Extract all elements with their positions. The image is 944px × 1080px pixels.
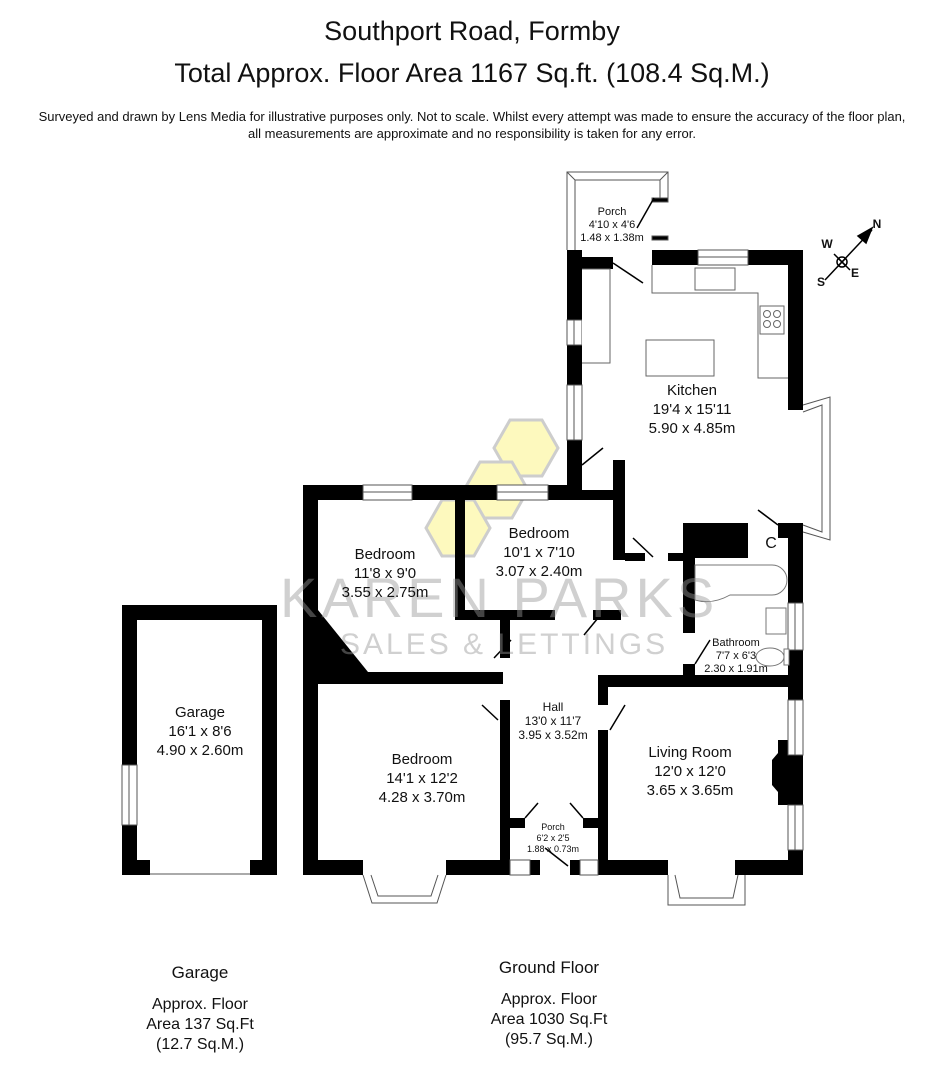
living-bay-window: [667, 874, 746, 906]
bathroom-fittings: [694, 564, 790, 667]
room-label-bedroom-1: Bedroom 14'1 x 12'2 4.28 x 3.70m: [378, 751, 466, 806]
compass-south: S: [816, 275, 826, 289]
room-label-porch-front: Porch 6'2 x 2'5 1.88 x 0.73m: [526, 822, 580, 854]
ground-floor-area-summary: Ground Floor Approx. Floor Area 1030 Sq.…: [490, 958, 608, 1048]
plan-title: Southport Road, Formby: [324, 16, 620, 46]
kitchen-bay-window: [802, 396, 831, 541]
garage-walls: [122, 605, 277, 875]
compass-icon: [824, 226, 874, 281]
room-label-garage: Garage 16'1 x 8'6 4.90 x 2.60m: [156, 704, 244, 759]
room-label-bedroom-3: Bedroom 10'1 x 7'10 3.07 x 2.40m: [495, 525, 583, 580]
disclaimer-line-1: Surveyed and drawn by Lens Media for ill…: [38, 109, 906, 124]
room-label-porch-rear: Porch 4'10 x 4'6 1.48 x 1.38m: [580, 206, 644, 244]
bedroom-bay-window: [362, 874, 447, 904]
compass-east: E: [850, 266, 860, 280]
watermark-name: KAREN PARKS: [280, 566, 719, 629]
room-label-kitchen: Kitchen 19'4 x 15'11 5.90 x 4.85m: [648, 382, 736, 437]
watermark-tagline: SALES & LETTINGS: [340, 628, 669, 661]
compass-west: W: [821, 237, 833, 251]
room-label-hall: Hall 13'0 x 11'7 3.95 x 3.52m: [518, 700, 588, 742]
house-walls: [303, 250, 803, 875]
garage-area-summary: Garage Approx. Floor Area 137 Sq.Ft (12.…: [146, 963, 254, 1053]
room-label-living-room: Living Room 12'0 x 12'0 3.65 x 3.65m: [646, 744, 734, 799]
kitchen-fittings: [582, 265, 788, 379]
disclaimer: Surveyed and drawn by Lens Media for ill…: [0, 108, 944, 142]
room-label-bedroom-2: Bedroom 11'8 x 9'0 3.55 x 2.75m: [341, 546, 429, 601]
compass-north: N: [872, 217, 882, 231]
garage-window: [121, 764, 138, 826]
rear-porch-outline: [566, 171, 669, 250]
total-area: Total Approx. Floor Area 1167 Sq.ft. (10…: [174, 58, 770, 88]
disclaimer-line-2: all measurements are approximate and no …: [248, 126, 696, 141]
windows: [362, 249, 804, 876]
room-label-cupboard: C: [765, 535, 777, 552]
door-swings: [481, 197, 779, 867]
room-label-bathroom: Bathroom 7'7 x 6'3 2.30 x 1.91m: [704, 637, 768, 675]
